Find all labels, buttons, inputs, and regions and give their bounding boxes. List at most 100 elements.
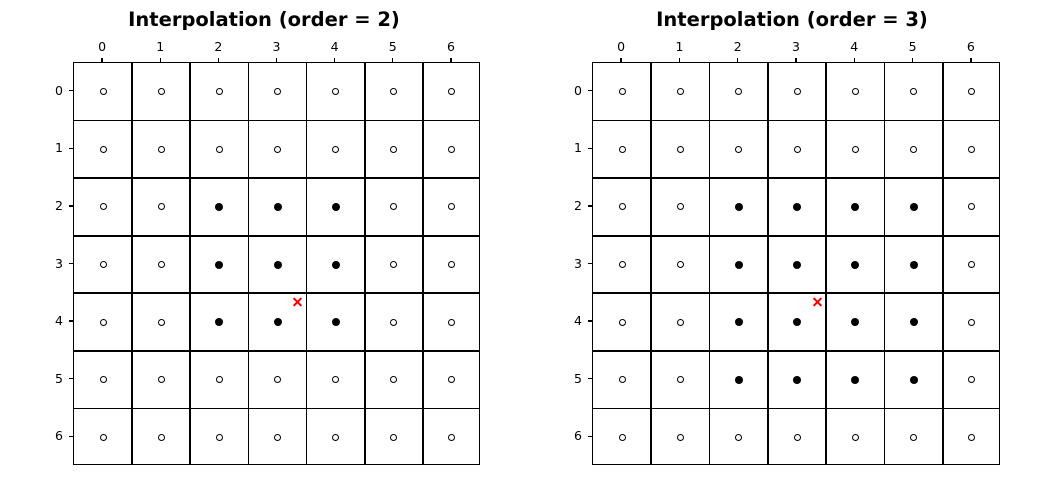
gridline-vertical xyxy=(650,63,653,464)
x-tick xyxy=(795,58,797,62)
gridline-horizontal xyxy=(593,234,999,237)
grid-node-open xyxy=(968,433,976,441)
x-tick xyxy=(678,58,681,62)
grid-node-open xyxy=(448,376,456,384)
y-tick xyxy=(69,377,73,380)
x-tick-label: 1 xyxy=(675,39,684,54)
grid-node-filled xyxy=(851,318,860,327)
grid-node-open xyxy=(332,145,340,153)
grid-node-open xyxy=(910,433,918,441)
grid-node-open xyxy=(390,318,398,326)
gridline-horizontal xyxy=(74,119,479,122)
x-tick-label: 0 xyxy=(617,39,626,54)
gridline-horizontal xyxy=(593,350,999,352)
grid-node-filled xyxy=(793,260,801,269)
grid-node-open xyxy=(390,88,398,96)
y-tick xyxy=(588,147,592,149)
y-tick xyxy=(69,147,73,149)
gridline-horizontal xyxy=(593,407,999,410)
grid-node-filled xyxy=(734,202,743,211)
y-tick-label: 4 xyxy=(574,313,582,329)
grid-node-open xyxy=(215,145,223,153)
gridline-vertical xyxy=(825,63,827,464)
grid-node-filled xyxy=(734,375,743,384)
y-tick xyxy=(588,205,592,207)
x-tick xyxy=(217,58,219,62)
grid-node-open xyxy=(99,376,107,384)
grid-node-open xyxy=(448,88,456,96)
y-tick xyxy=(69,435,73,437)
grid-node-filled xyxy=(793,375,801,384)
grid-node-open xyxy=(332,433,340,441)
grid-node-open xyxy=(618,376,626,384)
grid-node-filled xyxy=(851,375,860,384)
y-tick xyxy=(69,320,73,322)
grid-node-open xyxy=(676,261,684,268)
gridline-horizontal xyxy=(74,350,479,352)
grid-node-open xyxy=(968,88,976,96)
grid-node-filled xyxy=(215,318,224,327)
y-tick-label: 2 xyxy=(574,197,582,213)
y-tick xyxy=(588,435,592,437)
y-tick-label: 3 xyxy=(574,255,582,271)
x-tick-label: 6 xyxy=(966,39,975,54)
y-tick-label: 2 xyxy=(55,197,63,213)
grid-node-open xyxy=(793,433,801,441)
x-tick-label: 2 xyxy=(214,39,223,54)
grid-node-open xyxy=(851,433,859,441)
grid-node-open xyxy=(215,88,223,96)
grid-node-filled xyxy=(734,260,743,269)
grid-node-open xyxy=(618,203,626,211)
x-tick xyxy=(620,58,622,62)
grid-node-filled xyxy=(793,318,801,327)
x-tick-label: 0 xyxy=(98,39,107,54)
grid-node-open xyxy=(968,145,976,153)
grid-node-open xyxy=(215,376,223,384)
grid-node-open xyxy=(157,261,165,268)
grid-node-open xyxy=(676,376,684,384)
grid-node-open xyxy=(390,145,398,153)
grid-node-open xyxy=(735,145,743,153)
grid-node-open xyxy=(618,433,626,441)
gridline-horizontal xyxy=(74,177,479,179)
panel-title: Interpolation (order = 3) xyxy=(656,8,928,31)
gridline-vertical xyxy=(708,63,711,464)
grid-node-open xyxy=(274,145,281,153)
y-tick-label: 0 xyxy=(574,82,582,98)
grid-node-open xyxy=(618,145,626,153)
grid-node-filled xyxy=(851,202,860,211)
grid-node-filled xyxy=(273,260,282,269)
grid-node-filled xyxy=(909,318,918,327)
grid-node-open xyxy=(332,88,340,96)
grid-node-filled xyxy=(909,202,918,211)
gridline-horizontal xyxy=(593,177,999,179)
gridline-vertical xyxy=(131,63,133,464)
gridline-horizontal xyxy=(593,292,999,295)
axes-grid xyxy=(73,62,480,465)
grid-node-open xyxy=(390,261,398,268)
grid-node-open xyxy=(448,433,456,441)
grid-node-filled xyxy=(215,260,224,269)
y-tick-label: 1 xyxy=(574,140,582,156)
grid-node-open xyxy=(676,318,684,326)
x-tick-label: 4 xyxy=(330,39,339,54)
grid-node-open xyxy=(851,145,859,153)
grid-node-open xyxy=(910,145,918,153)
grid-node-open xyxy=(157,203,165,211)
x-tick xyxy=(450,58,452,62)
grid-node-open xyxy=(390,203,398,211)
grid-node-filled xyxy=(793,202,801,211)
grid-node-open xyxy=(274,88,281,96)
y-tick xyxy=(69,205,73,207)
grid-node-open xyxy=(99,203,107,211)
y-tick xyxy=(588,262,592,265)
grid-node-open xyxy=(618,88,626,96)
y-tick-label: 6 xyxy=(574,428,582,444)
y-tick xyxy=(69,262,73,265)
x-tick xyxy=(911,58,914,62)
grid-node-open xyxy=(157,318,165,326)
gridline-horizontal xyxy=(74,292,479,295)
